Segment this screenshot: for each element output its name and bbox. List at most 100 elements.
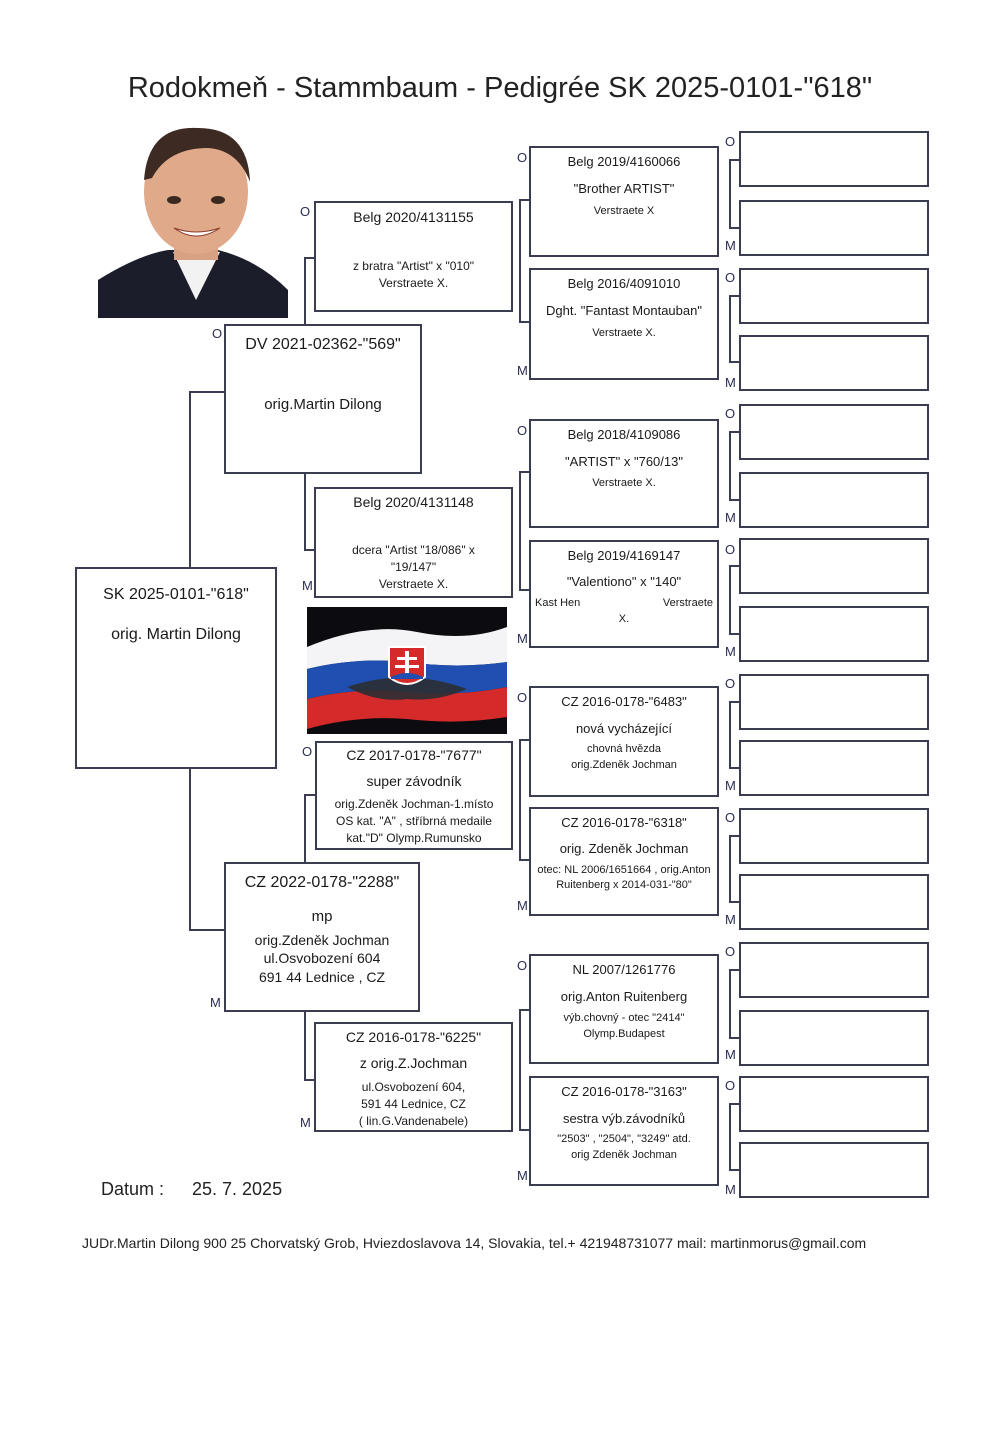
mff-card: CZ 2016-0178-"6483" nová vycházející cho…: [529, 686, 719, 797]
fff-ring-number: Belg 2019/4160066: [567, 154, 681, 169]
great-great-grandparent-box: [739, 131, 929, 187]
gg12-marker: M: [725, 912, 736, 927]
fm-line-2: "19/147": [390, 560, 437, 574]
fmf-marker: O: [517, 423, 528, 438]
mmf-card: NL 2007/1261776 orig.Anton Ruitenberg vý…: [529, 954, 719, 1064]
fff-marker: O: [517, 150, 528, 165]
great-great-grandparent-box: [739, 1142, 929, 1198]
mother-line-2: ul.Osvobození 604: [263, 950, 381, 966]
mother-card: CZ 2022-0178-"2288" mp orig.Zdeněk Jochm…: [224, 862, 420, 1012]
mfm-line-1: orig. Zdeněk Jochman: [559, 841, 689, 856]
mmf-marker: O: [517, 958, 528, 973]
ffm-line-2: Verstraete X.: [592, 327, 656, 339]
father-origin: orig.Martin Dilong: [264, 396, 382, 413]
fmf-line-2: Verstraete X.: [592, 477, 656, 489]
ffm-ring-number: Belg 2016/4091010: [567, 276, 681, 291]
fmm-line-3: X.: [618, 613, 630, 625]
date-value: 25. 7. 2025: [192, 1179, 283, 1199]
subject-pigeon-card: SK 2025-0101-"618" orig. Martin Dilong: [75, 567, 277, 769]
ff-line-2: Verstraete X.: [378, 276, 449, 290]
fmm-card: Belg 2019/4169147 "Valentiono" x "140" K…: [529, 540, 719, 648]
gg10-marker: M: [725, 778, 736, 793]
mfm-line-3: Ruitenberg x 2014-031-"80": [556, 879, 692, 891]
ff-marker: O: [300, 204, 311, 219]
mm-marker: M: [300, 1115, 311, 1130]
gg4-marker: M: [725, 375, 736, 390]
gg9-marker: O: [725, 676, 736, 691]
mm-line-1: z orig.Z.Jochman: [359, 1055, 468, 1071]
maternal-grandfather-card: CZ 2017-0178-"7677" super závodník orig.…: [315, 741, 513, 850]
great-great-grandparent-box: [739, 472, 929, 528]
great-great-grandparent-box: [739, 1010, 929, 1066]
subject-ring-number: SK 2025-0101-"618": [103, 586, 249, 603]
date-label: Datum :: [101, 1179, 165, 1199]
fm-line-1: dcera "Artist "18/086" x: [352, 543, 475, 557]
footer-contact: JUDr.Martin Dilong 900 25 Chorvatský Gro…: [82, 1235, 867, 1251]
mmm-line-2: "2503" , "2504", "3249" atd.: [557, 1133, 691, 1145]
fmm-line-2a: Kast Hen: [535, 597, 581, 609]
mmm-card: CZ 2016-0178-"3163" sestra výb.závodníků…: [529, 1076, 719, 1186]
fff-card: Belg 2019/4160066 "Brother ARTIST" Verst…: [529, 146, 719, 257]
mff-line-3: orig.Zdeněk Jochman: [571, 759, 677, 771]
mother-note: mp: [311, 908, 333, 925]
mfm-marker: M: [517, 898, 528, 913]
paternal-grandfather-card: Belg 2020/4131155 z bratra "Artist" x "0…: [314, 201, 513, 312]
mmm-ring-number: CZ 2016-0178-"3163": [561, 1084, 687, 1099]
mf-line-1: super závodník: [366, 773, 462, 789]
gg2-marker: M: [725, 238, 736, 253]
maternal-grandmother-card: CZ 2016-0178-"6225" z orig.Z.Jochman ul.…: [314, 1022, 513, 1132]
subject-origin: orig. Martin Dilong: [111, 626, 241, 643]
mmm-marker: M: [517, 1168, 528, 1183]
mmf-line-2: výb.chovný - otec "2414": [563, 1012, 685, 1024]
great-great-grandparent-box: [739, 538, 929, 594]
gg1-marker: O: [725, 134, 736, 149]
great-great-grandparent-box: [739, 874, 929, 930]
gg7-marker: O: [725, 542, 736, 557]
page-title: Rodokmeň - Stammbaum - Pedigrée SK 2025-…: [127, 72, 873, 104]
mm-line-3: 591 44 Lednice, CZ: [361, 1097, 466, 1111]
gg14-marker: M: [725, 1047, 736, 1062]
mm-ring-number: CZ 2016-0178-"6225": [345, 1029, 482, 1045]
fmf-line-1: "ARTIST" x "760/13": [565, 454, 683, 469]
great-great-grandparent-box: [739, 404, 929, 460]
great-great-grandparent-box: [739, 674, 929, 730]
great-great-grandparent-box: [739, 1076, 929, 1132]
gg3-marker: O: [725, 270, 736, 285]
fm-ring-number: Belg 2020/4131148: [353, 494, 474, 510]
mother-marker: M: [210, 995, 221, 1010]
mff-marker: O: [517, 690, 528, 705]
ffm-card: Belg 2016/4091010 Dght. "Fantast Montaub…: [529, 268, 719, 380]
great-great-grandparent-box: [739, 335, 929, 391]
fm-marker: M: [302, 578, 313, 593]
mff-line-2: chovná hvězda: [587, 743, 661, 755]
paternal-grandmother-card: Belg 2020/4131148 dcera "Artist "18/086"…: [314, 487, 513, 598]
great-great-grandparent-box: [739, 740, 929, 796]
mmf-ring-number: NL 2007/1261776: [572, 962, 676, 977]
father-marker: O: [212, 326, 223, 341]
mmm-line-3: orig Zdeněk Jochman: [571, 1149, 677, 1161]
ff-line-1: z bratra "Artist" x "010": [352, 259, 475, 273]
fmm-line-1: "Valentiono" x "140": [566, 574, 682, 589]
gg11-marker: O: [725, 810, 736, 825]
great-great-grandparent-box: [739, 268, 929, 324]
gg6-marker: M: [725, 510, 736, 525]
slovak-flag-eagle-image: [307, 607, 507, 734]
mfm-card: CZ 2016-0178-"6318" orig. Zdeněk Jochman…: [529, 807, 719, 916]
fmm-line-2b: Verstraete: [662, 597, 713, 609]
gg8-marker: M: [725, 644, 736, 659]
mfm-ring-number: CZ 2016-0178-"6318": [561, 815, 687, 830]
mother-line-1: orig.Zdeněk Jochman: [254, 932, 390, 948]
fmm-ring-number: Belg 2019/4169147: [567, 548, 681, 563]
mf-line-4: kat."D" Olymp.Rumunsko: [346, 831, 482, 845]
gg5-marker: O: [725, 406, 736, 421]
great-great-grandparent-box: [739, 942, 929, 998]
mother-line-3: 691 44 Lednice , CZ: [258, 969, 386, 985]
mmm-line-1: sestra výb.závodníků: [562, 1111, 686, 1126]
mff-ring-number: CZ 2016-0178-"6483": [561, 694, 687, 709]
great-great-grandparent-box: [739, 200, 929, 256]
fff-line-1: "Brother ARTIST": [573, 181, 675, 196]
great-great-grandparent-box: [739, 808, 929, 864]
fmm-marker: M: [517, 631, 528, 646]
mfm-line-2: otec: NL 2006/1651664 , orig.Anton: [537, 864, 711, 876]
